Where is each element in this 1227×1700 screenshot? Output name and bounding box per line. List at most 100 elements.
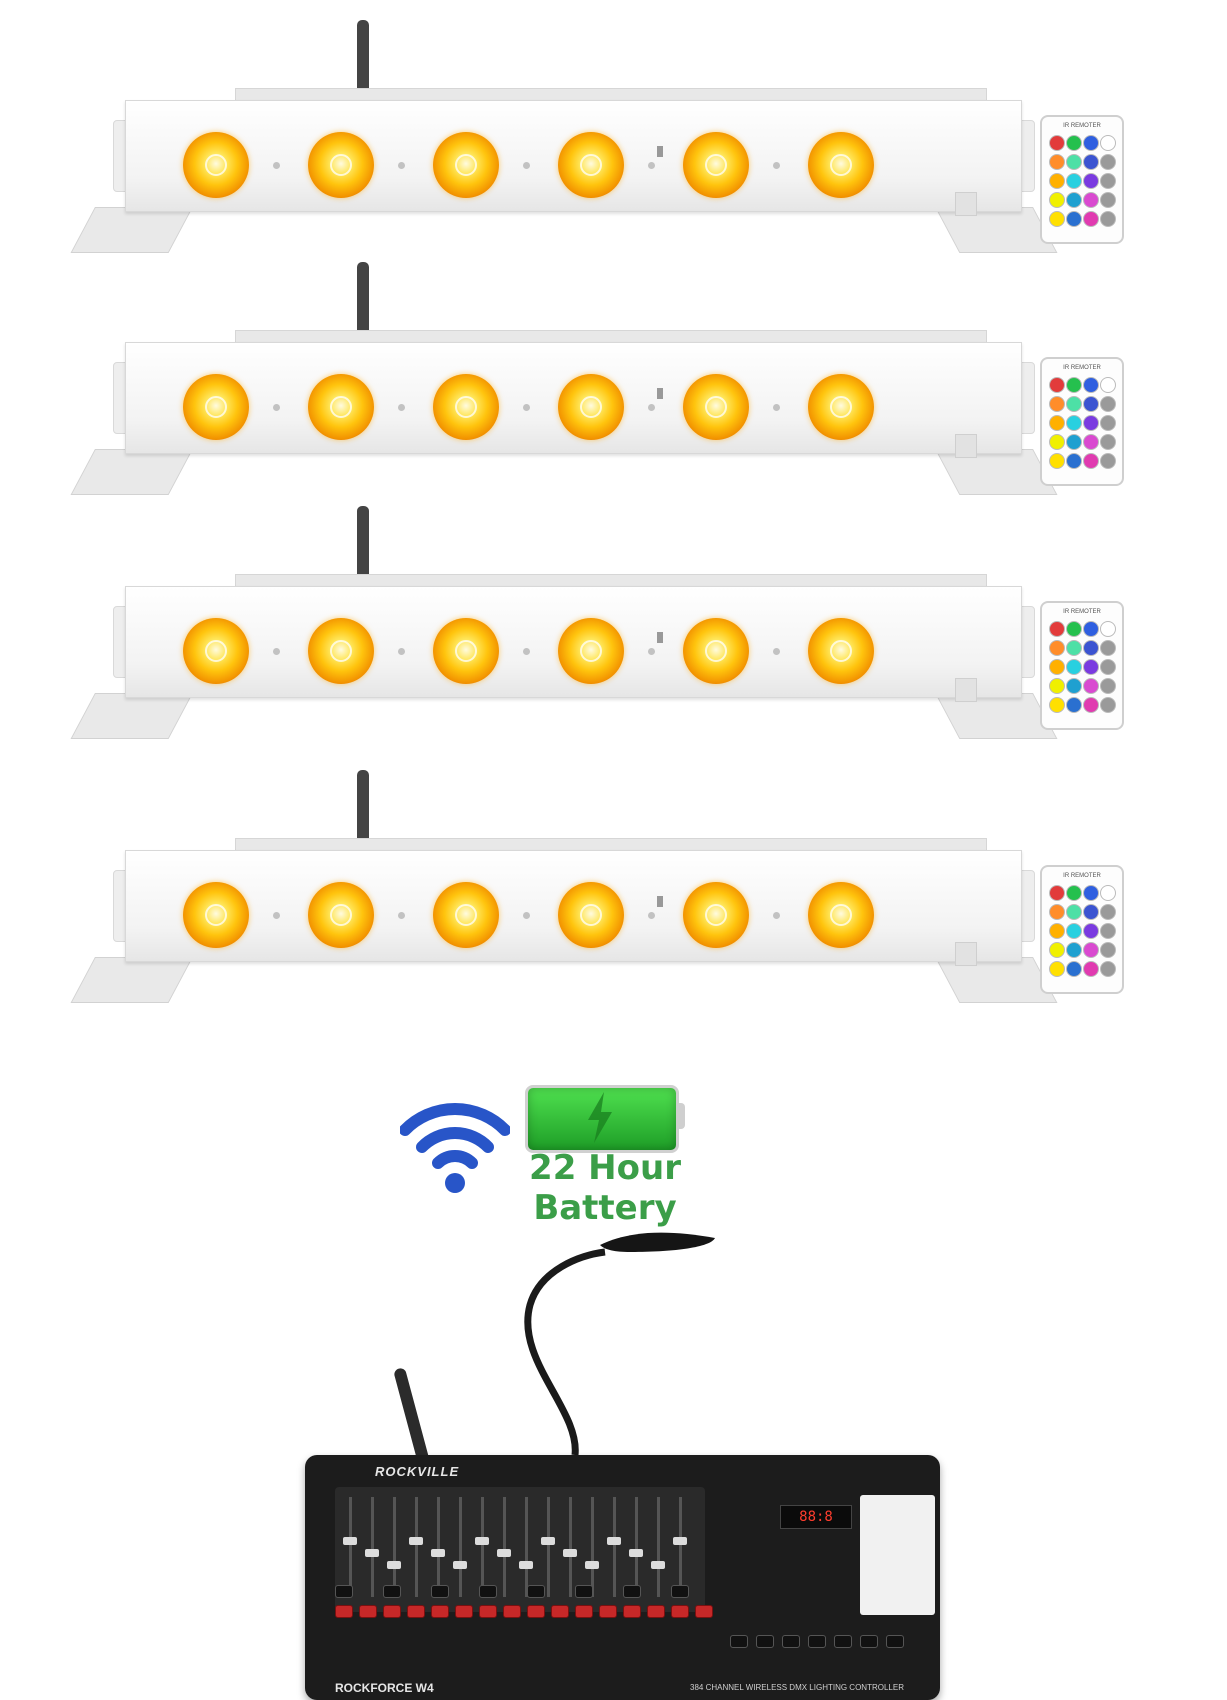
fader-knob [453, 1561, 467, 1569]
scene-button [527, 1585, 545, 1598]
foot-left [70, 207, 193, 253]
led-lamp [433, 132, 499, 198]
remote-button [1049, 659, 1065, 675]
led-lamp [558, 882, 624, 948]
ir-sensor [657, 388, 663, 399]
screw [273, 404, 280, 411]
led-lamp [183, 882, 249, 948]
light-bar [70, 262, 1058, 495]
screw [398, 404, 405, 411]
remote-button [1100, 678, 1116, 694]
remote-button [1049, 173, 1065, 189]
ir-remote: IR REMOTER [1040, 357, 1124, 486]
remote-button [1083, 192, 1099, 208]
antenna [357, 20, 369, 92]
lightning-bolt-icon [588, 1092, 612, 1143]
remote-button [1100, 135, 1116, 151]
remote-button [1066, 942, 1082, 958]
remote-button [1083, 942, 1099, 958]
remote-button [1100, 923, 1116, 939]
remote-button [1083, 415, 1099, 431]
fader [607, 1497, 621, 1597]
remote-button [1049, 923, 1065, 939]
remote-button [1100, 453, 1116, 469]
remote-label: IR REMOTER [1063, 873, 1101, 879]
screw [648, 912, 655, 919]
ir-sensor [657, 146, 663, 157]
led-lamp [183, 132, 249, 198]
remote-button [1100, 211, 1116, 227]
gooseneck-lamp [524, 1232, 715, 1456]
led-lamp [308, 132, 374, 198]
speed-fade-panel [860, 1495, 935, 1615]
light-bar [70, 506, 1058, 739]
foot-post [955, 192, 977, 216]
foot-left [70, 957, 193, 1003]
remote-button [1066, 135, 1082, 151]
scanner-button [335, 1605, 353, 1618]
remote-button [1066, 640, 1082, 656]
remote-button [1049, 434, 1065, 450]
remote-button [1083, 154, 1099, 170]
fader-knob [343, 1537, 357, 1545]
fader [387, 1497, 401, 1597]
remote-button [1100, 396, 1116, 412]
light-bar [70, 20, 1058, 253]
screw [273, 648, 280, 655]
led-lamp [558, 618, 624, 684]
console-description: 384 CHANNEL WIRELESS DMX LIGHTING CONTRO… [690, 1683, 904, 1692]
scanner-button [383, 1605, 401, 1618]
screw [398, 162, 405, 169]
remote-label: IR REMOTER [1063, 123, 1101, 129]
remote-button [1049, 396, 1065, 412]
wifi-icon [400, 1102, 510, 1193]
fader-knob [497, 1549, 511, 1557]
fader-knob [563, 1549, 577, 1557]
fader [519, 1497, 533, 1597]
antenna [357, 506, 369, 578]
scanner-button [599, 1605, 617, 1618]
remote-button [1049, 621, 1065, 637]
fader-knob [365, 1549, 379, 1557]
battery-hours: 22 Hour [529, 1148, 681, 1188]
chase-button [886, 1635, 904, 1648]
battery-tip [676, 1103, 685, 1129]
screw [398, 648, 405, 655]
remote-button [1066, 211, 1082, 227]
scanner-button [527, 1605, 545, 1618]
remote-button-grid [1049, 621, 1116, 713]
remote-button [1100, 154, 1116, 170]
antenna [357, 770, 369, 842]
scene-button [671, 1585, 689, 1598]
remote-button [1083, 377, 1099, 393]
remote-button [1066, 434, 1082, 450]
led-lamp [308, 882, 374, 948]
remote-button [1083, 923, 1099, 939]
remote-button [1049, 415, 1065, 431]
remote-button [1066, 697, 1082, 713]
led-lamp [433, 374, 499, 440]
ir-remote: IR REMOTER [1040, 115, 1124, 244]
led-lamp [808, 374, 874, 440]
remote-button [1066, 173, 1082, 189]
screw [523, 162, 530, 169]
led-lamp [808, 882, 874, 948]
chase-button [756, 1635, 774, 1648]
screw [523, 648, 530, 655]
remote-button [1066, 377, 1082, 393]
scanner-button [455, 1605, 473, 1618]
bar-top-rail [235, 88, 987, 101]
fader-knob [409, 1537, 423, 1545]
bar-top-rail [235, 574, 987, 587]
remote-button [1083, 885, 1099, 901]
remote-button [1083, 659, 1099, 675]
fader [365, 1497, 379, 1597]
fader-knob [651, 1561, 665, 1569]
scanner-button [575, 1605, 593, 1618]
remote-button [1066, 453, 1082, 469]
led-lamp [558, 132, 624, 198]
remote-button [1049, 885, 1065, 901]
screw [523, 404, 530, 411]
remote-button [1100, 640, 1116, 656]
screw [398, 912, 405, 919]
